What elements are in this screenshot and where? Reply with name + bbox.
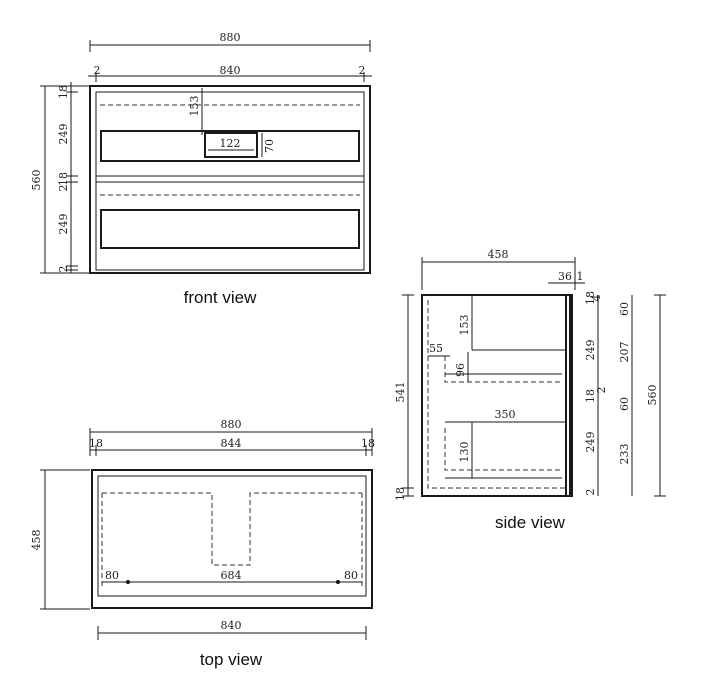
side-lower-233: 233 <box>618 444 631 465</box>
top-offset-dot-right <box>336 580 340 584</box>
side-mid-60: 60 <box>618 397 631 411</box>
side-depth-153: 153 <box>458 315 471 336</box>
top-cabinet-outline <box>91 469 373 609</box>
side-front-c: 4 <box>590 295 603 302</box>
front-top-panel: 18 <box>57 85 70 99</box>
front-cabinet-outline <box>89 85 371 274</box>
front-overall-height: 560 <box>30 170 43 191</box>
side-overall-depth: 458 <box>488 248 509 261</box>
front-lower-drawer: 249 <box>57 214 70 235</box>
side-top-60: 60 <box>618 302 631 316</box>
side-hidden-back <box>427 300 565 489</box>
front-view: 880 2 840 2 560 18 249 18 2 249 2 <box>30 31 372 307</box>
side-upper-249: 249 <box>584 340 597 361</box>
side-drawer-96: 96 <box>454 363 467 377</box>
side-lower-drawer-hidden <box>444 428 562 471</box>
top-side-right: 18 <box>361 437 375 450</box>
top-base-width: 840 <box>221 619 242 632</box>
side-mid-18: 18 <box>584 389 597 403</box>
front-cabinet-inner <box>95 91 365 271</box>
side-door-panel <box>565 294 573 497</box>
top-center-span: 684 <box>221 569 242 582</box>
front-upper-drawer: 249 <box>57 124 70 145</box>
front-gap: 2 <box>57 185 70 192</box>
front-handle-height: 70 <box>263 139 276 153</box>
side-top-18: 18 <box>584 291 597 305</box>
side-bottom-18: 18 <box>394 487 407 501</box>
side-gap-2: 2 <box>595 387 608 394</box>
front-lower-drawer-box <box>100 209 360 249</box>
side-front-a: 36 <box>558 270 572 283</box>
front-overall-width: 880 <box>220 31 241 44</box>
front-view-title: front view <box>184 288 257 307</box>
side-upper-207: 207 <box>618 342 631 363</box>
top-side-left: 18 <box>89 437 103 450</box>
top-view-title: top view <box>200 650 263 669</box>
side-view-title: side view <box>495 513 566 532</box>
side-drawer-130: 130 <box>458 442 471 463</box>
top-left-offset: 80 <box>105 569 119 582</box>
side-body-541: 541 <box>394 382 407 403</box>
front-middle-rail: 18 <box>57 172 70 186</box>
side-notch-55: 55 <box>429 342 443 355</box>
side-lower-249: 249 <box>584 432 597 453</box>
top-view: 880 18 844 18 458 80 684 80 840 top view <box>30 418 375 669</box>
side-total-560: 560 <box>646 385 659 406</box>
top-right-offset: 80 <box>344 569 358 582</box>
side-upper-drawer-hidden <box>444 356 562 383</box>
side-bottom-2: 2 <box>584 489 597 496</box>
front-handle-width: 122 <box>220 137 241 150</box>
front-side-left: 2 <box>94 64 101 77</box>
side-cabinet-outline <box>421 294 571 497</box>
top-offset-dot-left <box>126 580 130 584</box>
front-bottom-gap: 2 <box>57 266 70 273</box>
side-view: 458 36 1 4 541 18 153 55 96 350 130 18 2… <box>394 248 666 532</box>
top-inner-width: 844 <box>221 437 242 450</box>
top-hidden-drawer-outline <box>102 492 362 566</box>
front-handle-cutout <box>204 132 258 158</box>
side-front-b: 1 <box>577 270 584 283</box>
front-inner-width: 840 <box>220 64 241 77</box>
side-drawer-350: 350 <box>495 408 516 421</box>
front-handle-depth: 153 <box>188 96 201 117</box>
top-depth: 458 <box>30 530 43 551</box>
front-upper-drawer-box <box>100 130 360 162</box>
top-overall-width: 880 <box>221 418 242 431</box>
front-side-right: 2 <box>359 64 366 77</box>
